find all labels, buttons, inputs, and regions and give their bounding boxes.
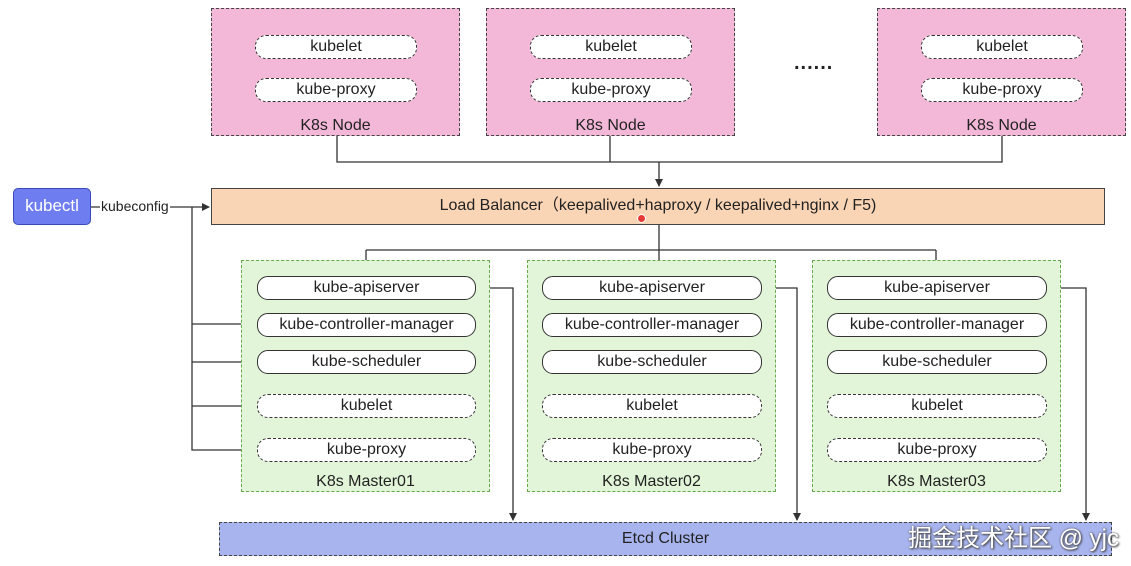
- master-kube-apiserver: kube-apiserver: [542, 276, 762, 300]
- k8s-master-01: kube-apiserver kube-controller-manager k…: [241, 260, 490, 492]
- cursor-dot-icon: [637, 214, 646, 223]
- master-label: K8s Master02: [602, 473, 701, 490]
- k8s-master-02: kube-apiserver kube-controller-manager k…: [527, 260, 776, 492]
- node-kube-proxy: kube-proxy: [255, 78, 417, 102]
- master-kube-scheduler: kube-scheduler: [257, 350, 476, 374]
- load-balancer: Load Balancer（keepalived+haproxy / keepa…: [211, 188, 1105, 225]
- master-kubelet: kubelet: [257, 394, 476, 418]
- master-kube-controller-manager: kube-controller-manager: [257, 313, 476, 337]
- k8s-master-03: kube-apiserver kube-controller-manager k…: [812, 260, 1061, 492]
- master-kube-scheduler: kube-scheduler: [827, 350, 1047, 374]
- node-label: K8s Node: [966, 117, 1037, 134]
- etcd-cluster: Etcd Cluster: [219, 522, 1112, 556]
- master-kube-proxy: kube-proxy: [257, 438, 476, 462]
- node-kubelet: kubelet: [921, 35, 1083, 59]
- master-kube-proxy: kube-proxy: [827, 438, 1047, 462]
- master-kube-scheduler: kube-scheduler: [542, 350, 762, 374]
- master-kube-apiserver: kube-apiserver: [827, 276, 1047, 300]
- node1-link: [336, 136, 1003, 163]
- master-kubelet: kubelet: [827, 394, 1047, 418]
- master-kube-proxy: kube-proxy: [542, 438, 762, 462]
- master01-feedback-bus: [191, 207, 257, 451]
- node-kube-proxy: kube-proxy: [530, 78, 692, 102]
- master-label: K8s Master03: [887, 473, 986, 490]
- node-kubelet: kubelet: [530, 35, 692, 59]
- k8s-node-1: kubelet kube-proxy K8s Node: [211, 8, 460, 136]
- kubectl-box: kubectl: [13, 188, 91, 225]
- master-kubelet: kubelet: [542, 394, 762, 418]
- master-label: K8s Master01: [316, 473, 415, 490]
- k8s-node-2: kubelet kube-proxy K8s Node: [486, 8, 735, 136]
- node-label: K8s Node: [300, 117, 371, 134]
- watermark: 掘金技术社区 @ yjc: [907, 525, 1119, 552]
- more-nodes-ellipsis: ......: [794, 52, 834, 74]
- k8s-node-3: kubelet kube-proxy K8s Node: [877, 8, 1126, 136]
- master-kube-controller-manager: kube-controller-manager: [827, 313, 1047, 337]
- node-kube-proxy: kube-proxy: [921, 78, 1083, 102]
- master-kube-apiserver: kube-apiserver: [257, 276, 476, 300]
- node-kubelet: kubelet: [255, 35, 417, 59]
- node-label: K8s Node: [575, 117, 646, 134]
- master-kube-controller-manager: kube-controller-manager: [542, 313, 762, 337]
- kubeconfig-label: kubeconfig: [100, 198, 170, 214]
